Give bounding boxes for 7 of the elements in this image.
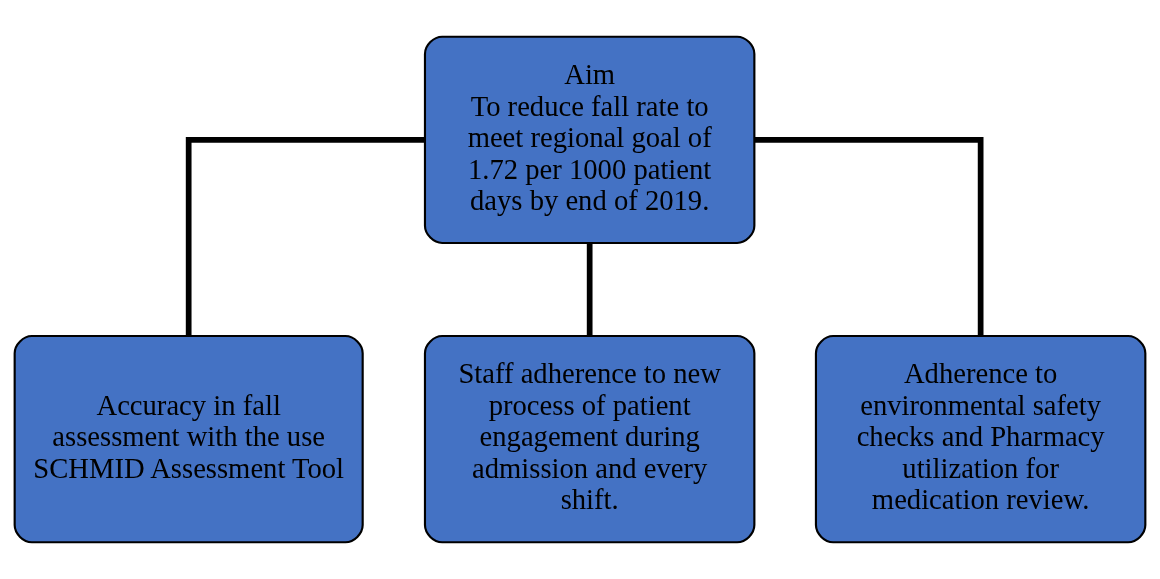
node-box: Accuracy in fall assessment with the use SCHMID Assessment Tool — [13, 334, 364, 544]
connector — [185, 136, 425, 336]
node-box: Staff adherence to new process of patient engagement during admission and every shift. — [423, 334, 756, 544]
node-box: Adherence to environmental safety checks and Pharmacy utilization for medication review. — [814, 334, 1147, 544]
connector — [586, 243, 593, 336]
node-box: Aim To reduce fall rate to meet regional goal of 1.72 per 1000 patient days by end of 2019. — [423, 35, 756, 245]
connector — [754, 136, 984, 336]
